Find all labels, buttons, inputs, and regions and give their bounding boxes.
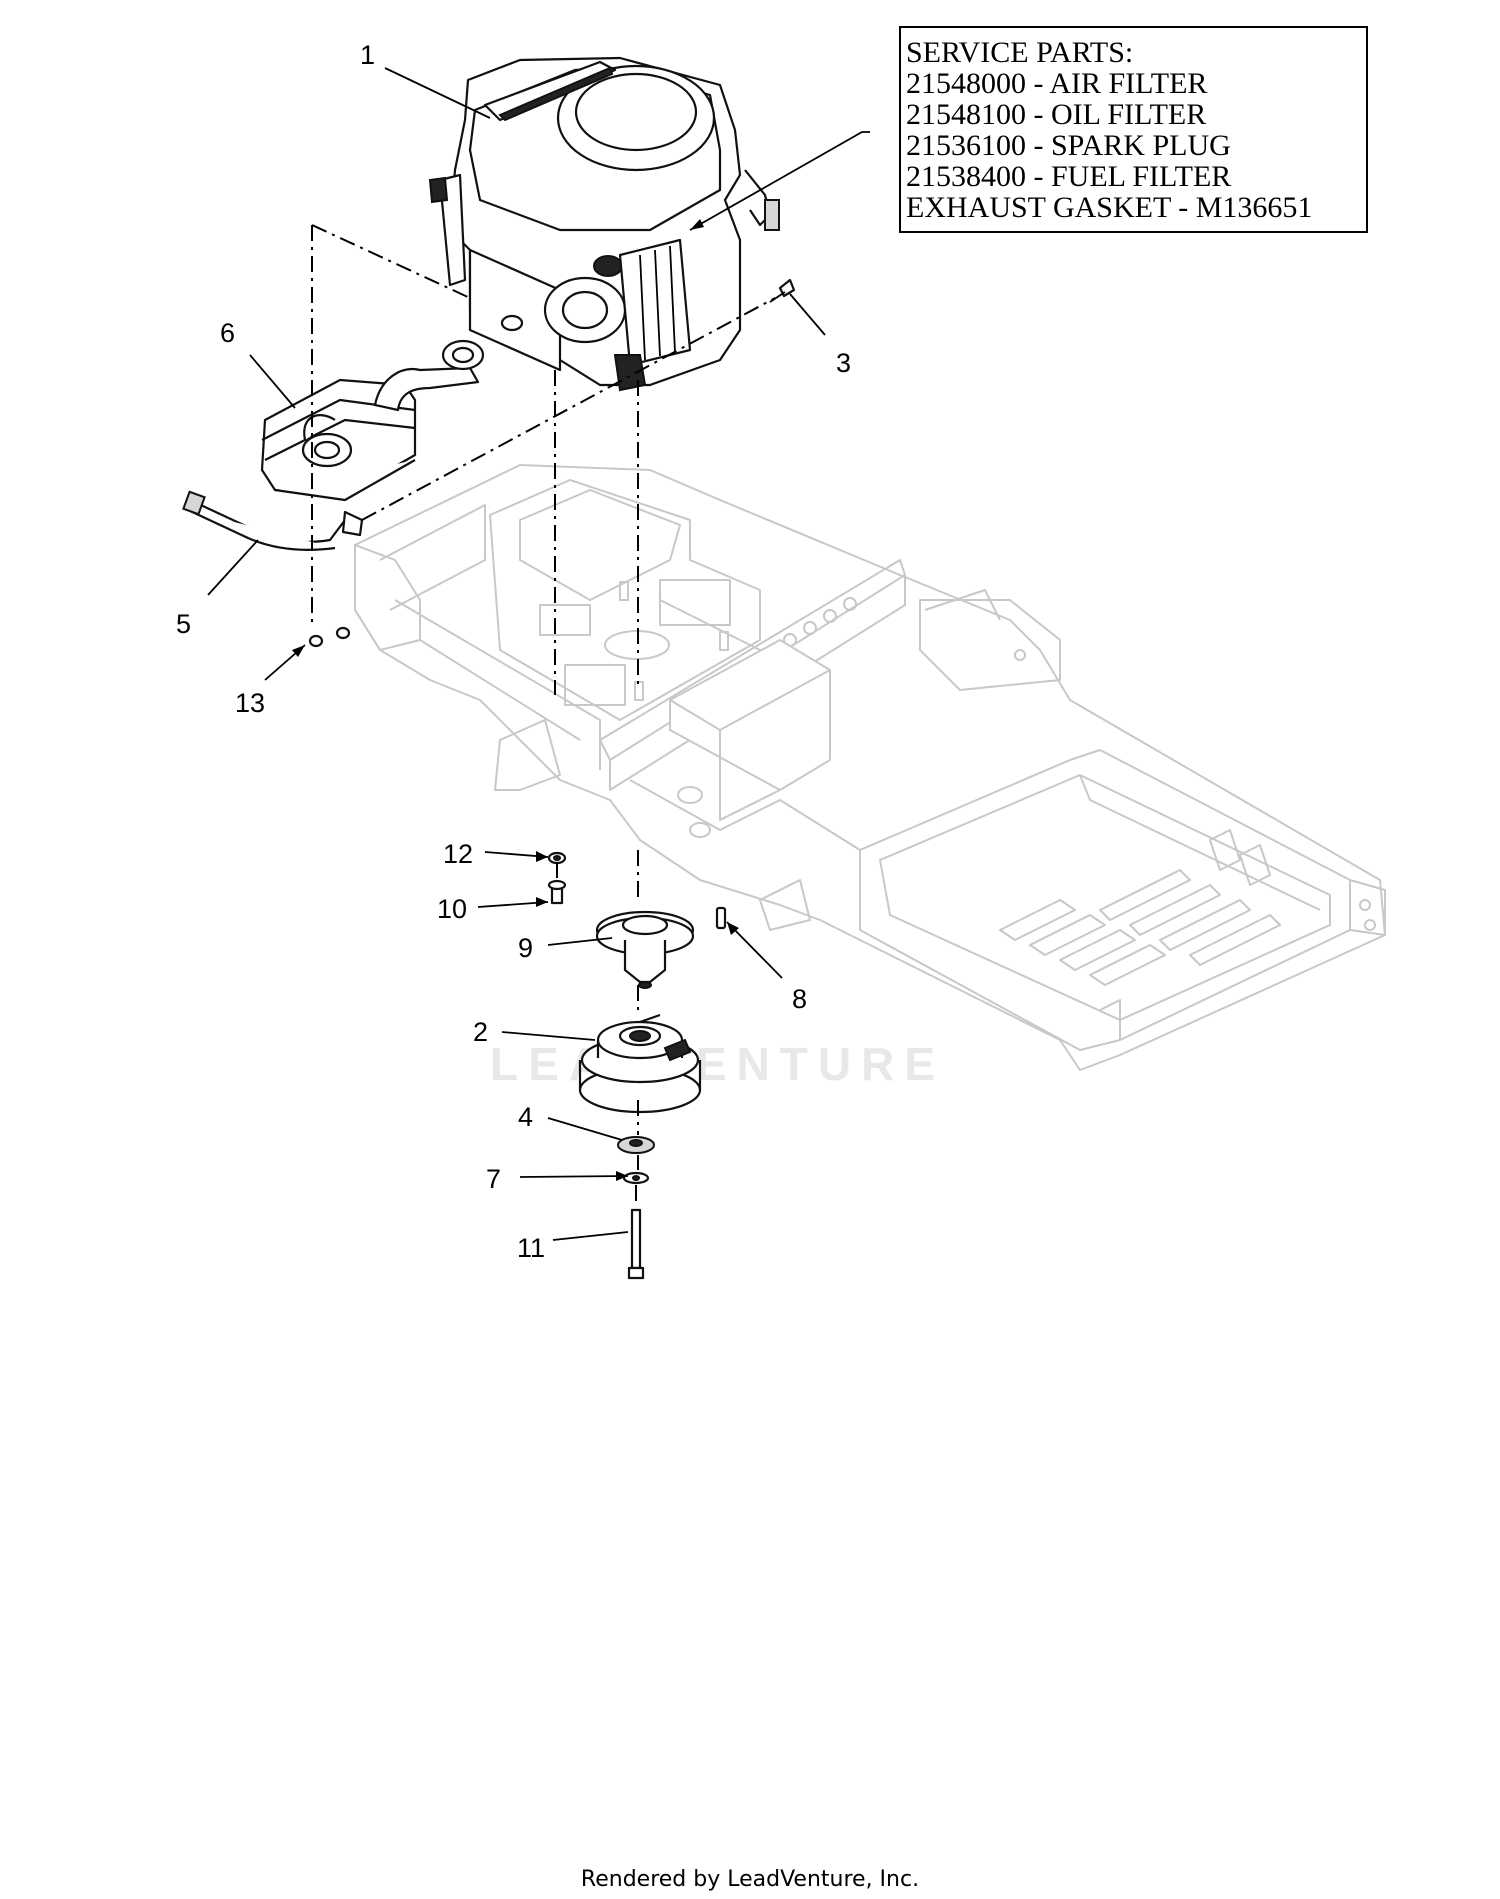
key-part-8 — [715, 906, 727, 930]
callout-6: 6 — [220, 318, 235, 348]
bolt-part-11 — [627, 1208, 645, 1280]
service-part-line-2: 21548100 - OIL FILTER — [906, 98, 1206, 131]
service-part-line-1: 21548000 - AIR FILTER — [906, 67, 1207, 100]
callout-2: 2 — [473, 1017, 488, 1047]
bolt-part-10 — [547, 879, 567, 905]
nut-part-13 — [308, 626, 351, 648]
callout-13: 13 — [235, 688, 265, 718]
pulley-part-9 — [595, 910, 695, 989]
mower-frame — [354, 464, 1386, 1071]
service-part-line-5: EXHAUST GASKET - M136651 — [906, 191, 1312, 224]
callout-11: 11 — [517, 1233, 545, 1263]
callout-3: 3 — [836, 348, 851, 378]
callout-4: 4 — [518, 1102, 533, 1132]
engine-part-1 — [428, 56, 780, 392]
watermark-text: LEADVENTURE — [490, 1038, 945, 1090]
callout-9: 9 — [518, 933, 533, 963]
callout-8: 8 — [792, 984, 807, 1014]
callout-labels: 1 2 3 4 5 6 7 8 9 10 11 12 13 — [176, 40, 851, 1263]
footer-credit: Rendered by LeadVenture, Inc. — [581, 1867, 919, 1892]
callout-12: 12 — [443, 839, 473, 869]
leader-lines — [207, 67, 870, 1241]
clutch-part-2 — [578, 1013, 702, 1114]
service-parts-heading: SERVICE PARTS: — [906, 36, 1133, 69]
callout-10: 10 — [437, 894, 467, 924]
alignment-lines — [311, 224, 776, 1205]
service-part-line-3: 21536100 - SPARK PLUG — [906, 129, 1231, 162]
washer-part-12 — [547, 851, 567, 865]
muffler-part-6 — [260, 339, 485, 502]
service-part-line-4: 21538400 - FUEL FILTER — [906, 160, 1231, 193]
callout-1: 1 — [360, 40, 375, 70]
washer-part-7 — [622, 1171, 650, 1185]
service-parts-box: SERVICE PARTS: 21548000 - AIR FILTER 215… — [899, 26, 1368, 233]
callout-7: 7 — [486, 1164, 501, 1194]
spacer-part-4 — [617, 1136, 655, 1154]
callout-5: 5 — [176, 609, 191, 639]
fuel-line-part-5 — [182, 490, 364, 551]
